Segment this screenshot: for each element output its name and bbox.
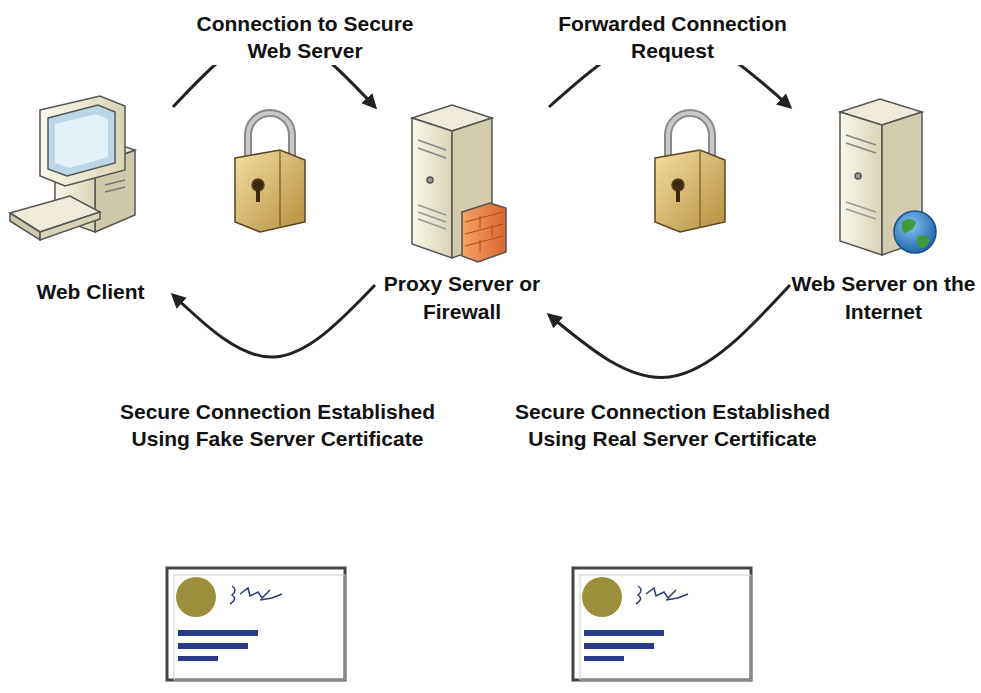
arc-arrow bbox=[173, 285, 375, 357]
device-node: Web Client bbox=[8, 95, 173, 305]
certificate-icon bbox=[573, 568, 751, 680]
node-label: Proxy Server or Firewall bbox=[375, 270, 549, 325]
arc-arrow bbox=[549, 285, 790, 377]
device-node: Web Server on the Internet bbox=[790, 95, 977, 325]
padlock-icon bbox=[655, 113, 725, 232]
web-server-icon bbox=[840, 99, 936, 255]
device-node: Proxy Server or Firewall bbox=[375, 95, 549, 325]
proxy-server-icon bbox=[412, 105, 506, 262]
computer-icon bbox=[10, 96, 135, 240]
padlock-icon bbox=[235, 113, 305, 232]
connector-label: Secure Connection Established Using Real… bbox=[505, 398, 840, 453]
certificate-icon bbox=[167, 568, 345, 680]
connector-label: Forwarded Connection Request bbox=[535, 10, 810, 65]
connector-label: Connection to Secure Web Server bbox=[190, 10, 420, 65]
connector-label: Secure Connection Established Using Fake… bbox=[110, 398, 445, 453]
node-label: Web Server on the Internet bbox=[790, 270, 977, 325]
node-label: Web Client bbox=[36, 278, 144, 305]
